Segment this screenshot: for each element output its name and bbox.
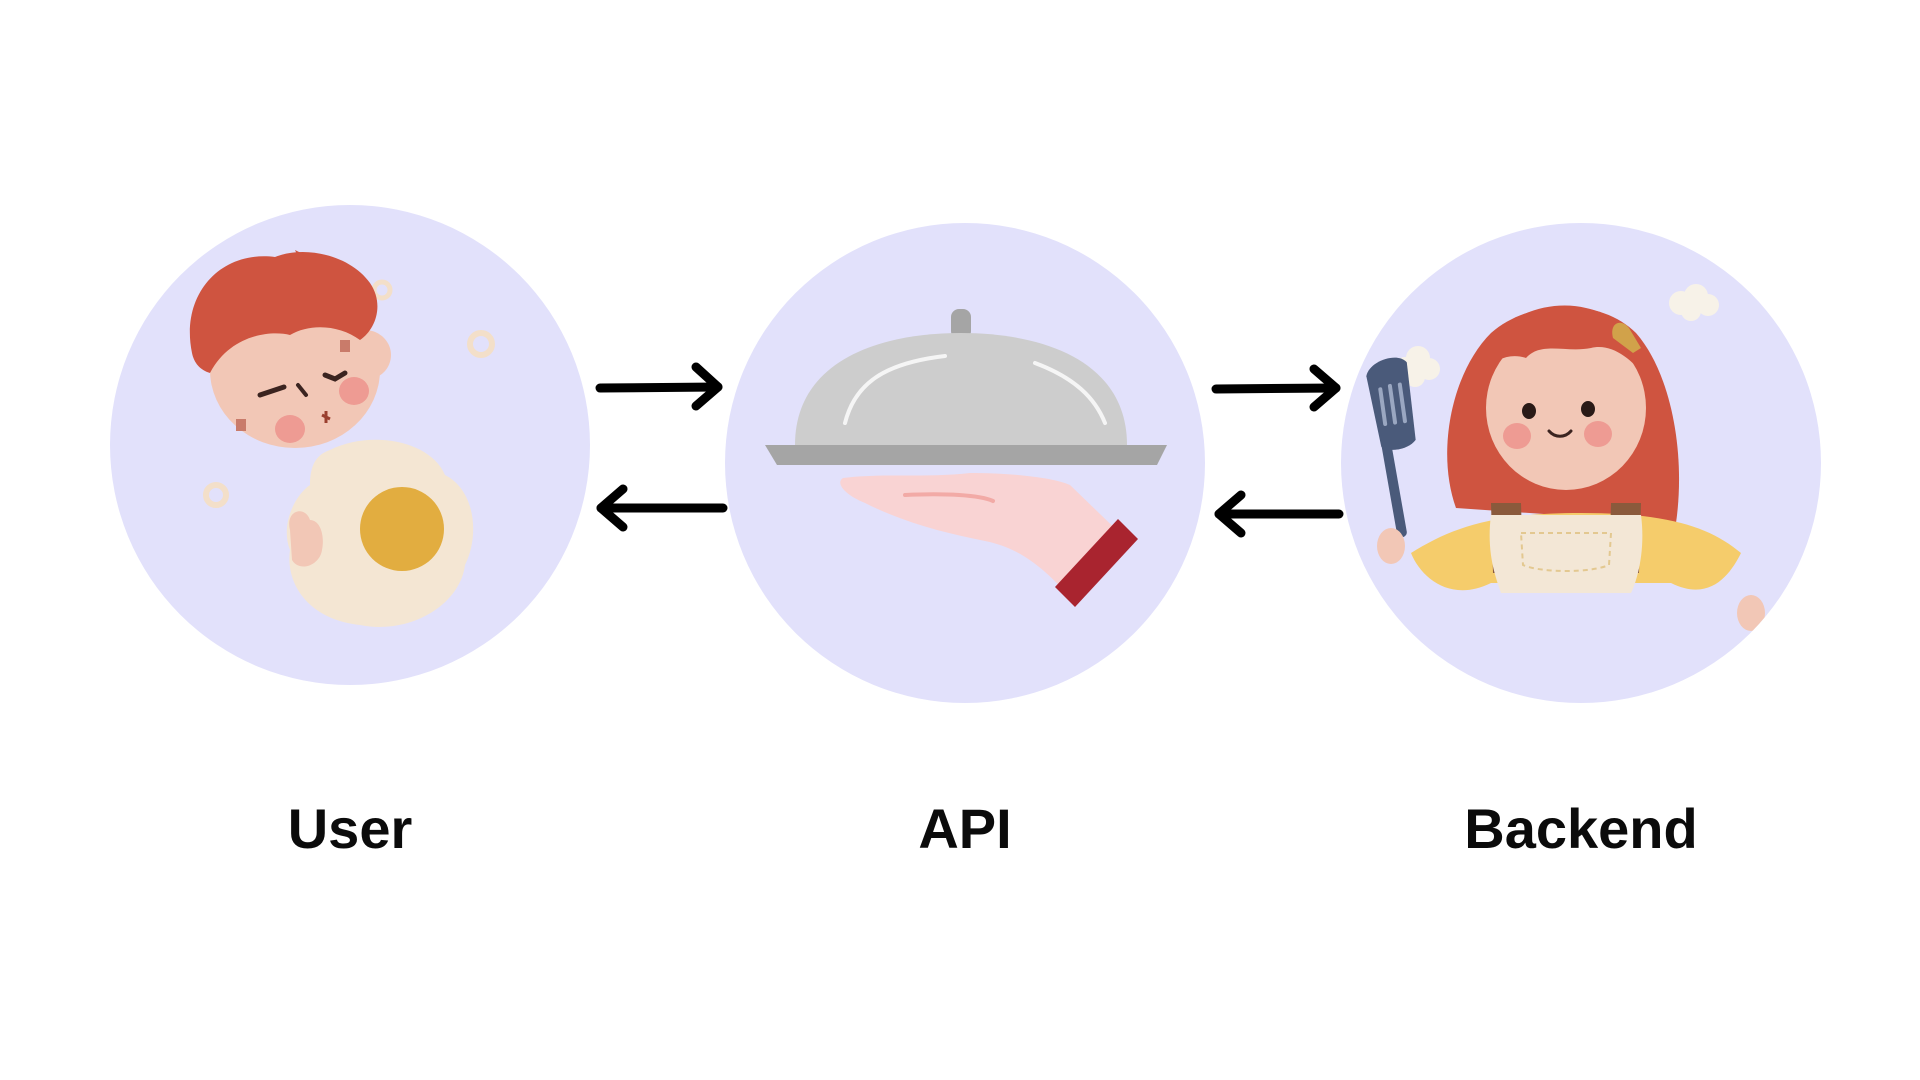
node-label-api: API xyxy=(918,797,1012,860)
backend-node xyxy=(1341,223,1821,703)
api-node xyxy=(725,223,1205,703)
node-label-user: User xyxy=(287,797,413,860)
arrow-backend-to-api xyxy=(1214,490,1344,538)
serving-tray-icon xyxy=(765,309,1167,607)
user-eating-egg-icon xyxy=(189,250,495,627)
arrow-api-to-user xyxy=(596,484,728,532)
arrow-api-to-backend xyxy=(1211,364,1341,412)
cook-with-spatula-icon xyxy=(1366,284,1765,631)
node-label-backend: Backend xyxy=(1464,797,1698,860)
arrow-user-to-api xyxy=(595,362,723,411)
user-node xyxy=(110,205,590,685)
